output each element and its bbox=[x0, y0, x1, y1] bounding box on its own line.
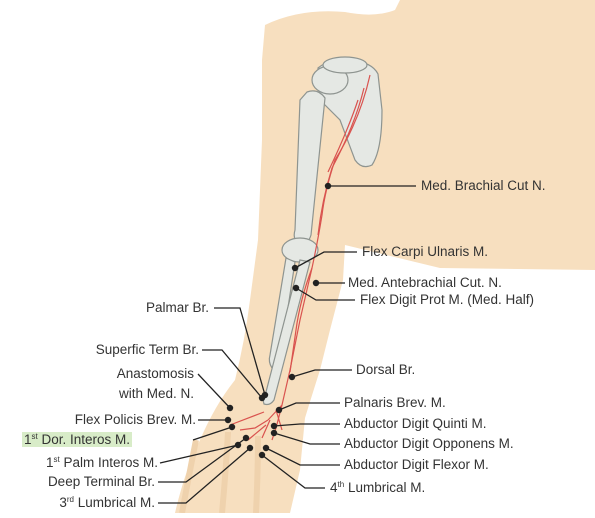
label-3rd-lumbrical-text: Lumbrical M. bbox=[74, 495, 155, 510]
label-flex-policis-brev-m: Flex Policis Brev. M. bbox=[75, 412, 196, 428]
label-flex-carpi-ulnaris-m: Flex Carpi Ulnaris M. bbox=[362, 244, 488, 260]
label-4th-lumbrical-text: Lumbrical M. bbox=[344, 480, 425, 495]
label-1st-dor-interos-num: 1 bbox=[24, 432, 32, 447]
label-4th-lumbrical-m: 4th Lumbrical M. bbox=[330, 480, 425, 496]
label-superfic-term-br: Superfic Term Br. bbox=[96, 342, 199, 358]
label-anastomosis-line1: Anastomosis bbox=[117, 366, 194, 382]
highlight-box: 1st Dor. Interos M. bbox=[22, 432, 132, 447]
label-1st-palm-interos-text: Palm Interos M. bbox=[60, 455, 158, 470]
label-abductor-digit-quinti-m: Abductor Digit Quinti M. bbox=[344, 416, 487, 432]
label-palmar-br: Palmar Br. bbox=[146, 300, 209, 316]
label-abductor-digit-flexor-m: Abductor Digit Flexor M. bbox=[344, 457, 489, 473]
label-flex-digit-prot-m: Flex Digit Prot M. (Med. Half) bbox=[360, 292, 534, 308]
label-deep-terminal-br: Deep Terminal Br. bbox=[48, 474, 155, 490]
label-4th-lumbrical-num: 4 bbox=[330, 480, 338, 495]
label-dorsal-br: Dorsal Br. bbox=[356, 362, 415, 378]
label-anastomosis-line2: with Med. N. bbox=[119, 386, 194, 402]
label-1st-dor-interos-text: Dor. Interos M. bbox=[38, 432, 130, 447]
acromion-bone bbox=[323, 57, 367, 73]
label-1st-dor-interos-m: 1st Dor. Interos M. bbox=[22, 432, 132, 448]
label-med-antebrachial-cut-n: Med. Antebrachial Cut. N. bbox=[348, 275, 502, 291]
label-palnaris-brev-m: Palnaris Brev. M. bbox=[344, 395, 446, 411]
label-abductor-digit-opponens-m: Abductor Digit Opponens M. bbox=[344, 436, 514, 452]
label-1st-palm-interos-m: 1st Palm Interos M. bbox=[46, 455, 158, 471]
label-3rd-lumbrical-sup: rd bbox=[67, 495, 74, 504]
label-med-brachial-cut-n: Med. Brachial Cut N. bbox=[421, 178, 546, 194]
label-3rd-lumbrical-num: 3 bbox=[59, 495, 67, 510]
label-3rd-lumbrical-m: 3rd Lumbrical M. bbox=[59, 495, 155, 511]
